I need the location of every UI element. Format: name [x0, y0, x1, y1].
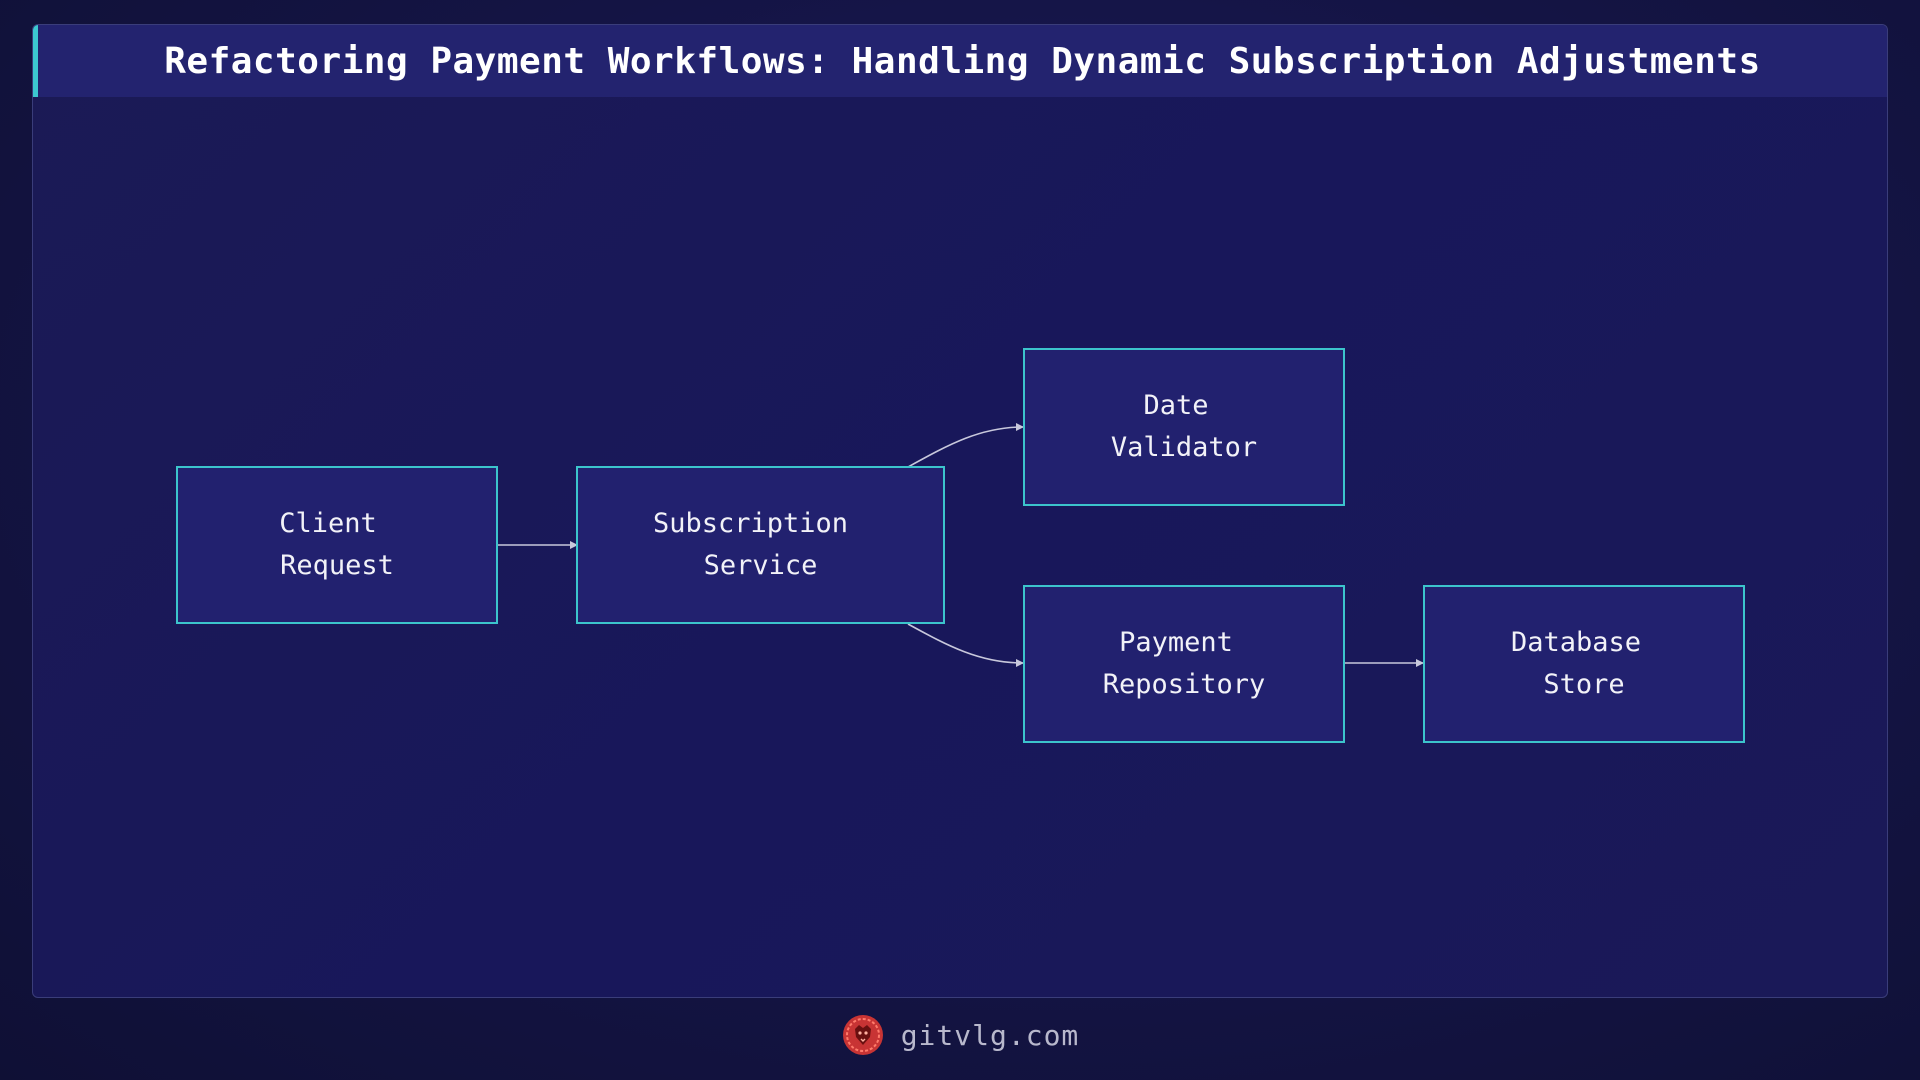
node-label-line1: Database	[1510, 627, 1642, 658]
page-title: Refactoring Payment Workflows: Handling …	[164, 40, 1761, 82]
node-label-line1: Subscription	[652, 508, 849, 539]
node-label-line1: Payment	[1119, 627, 1233, 658]
node-label-line2: Service	[703, 550, 818, 581]
node-label-line2: Validator	[1110, 432, 1258, 463]
footer: gitvlg.com	[0, 1010, 1920, 1060]
node-database-store: Database Store	[1423, 585, 1745, 743]
node-date-validator: Date Validator	[1023, 348, 1345, 506]
node-label-line1: Date	[1143, 390, 1209, 421]
edge-subscription-to-date-validator	[907, 423, 1024, 468]
node-payment-repository: Payment Repository	[1023, 585, 1345, 743]
node-label-line2: Store	[1543, 669, 1625, 700]
node-label-line1: Client	[279, 508, 377, 539]
title-bar: Refactoring Payment Workflows: Handling …	[33, 25, 1887, 97]
node-label-line2: Request	[280, 550, 394, 581]
node-client-request: Client Request	[176, 466, 498, 624]
lion-head-icon	[842, 1015, 883, 1055]
node-label-line2: Repository	[1102, 669, 1266, 700]
footer-site-link[interactable]: gitvlg.com	[900, 1018, 1080, 1052]
node-subscription-service: Subscription Service	[576, 466, 945, 624]
edge-subscription-to-payment-repository	[907, 623, 1024, 667]
